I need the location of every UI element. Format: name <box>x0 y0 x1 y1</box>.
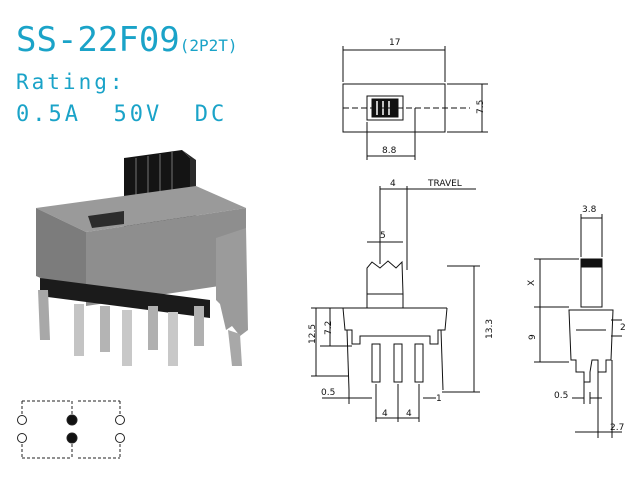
rating-value: 0.5A 50V DC <box>16 102 228 127</box>
travel-value-label: 4 <box>390 179 396 189</box>
circuit-schematic <box>17 400 125 459</box>
pin-thickness-label: 0.5 <box>321 388 335 398</box>
body-height-label: 9 <box>528 334 538 340</box>
pin-width-label: 1 <box>436 394 442 404</box>
front-view-drawing <box>311 186 480 422</box>
pole-config: (2P2T) <box>179 36 238 55</box>
model-number: SS-22F09 <box>16 20 180 60</box>
housing-left-face <box>36 208 86 298</box>
inner-height-label: 7.2 <box>324 321 334 335</box>
x-label: X <box>527 280 537 286</box>
side-pin-label: 0.5 <box>554 391 568 401</box>
pitch-left-label: 4 <box>382 409 388 419</box>
housing-front-face <box>86 208 246 306</box>
pitch-right-label: 4 <box>406 409 412 419</box>
tab-label: 2 <box>620 323 626 333</box>
side-bottom-label: 2.7 <box>610 423 624 433</box>
travel-label: TRAVEL <box>427 179 462 189</box>
outer-height-label: 12.5 <box>308 324 318 344</box>
knob-width-label: 5 <box>380 231 386 241</box>
base-plate <box>40 278 210 318</box>
side-knob-width-label: 3.8 <box>582 205 597 215</box>
top-height-label: 7.5 <box>476 100 486 114</box>
top-view-drawing <box>342 46 488 160</box>
housing-top <box>36 186 246 232</box>
top-inner-label: 8.8 <box>382 146 397 156</box>
total-height-label: 13.3 <box>485 319 495 339</box>
mounting-tab <box>216 228 248 336</box>
model-title: SS-22F09(2P2T) <box>16 20 238 60</box>
terminal-pins <box>38 290 242 366</box>
top-width-label: 17 <box>389 38 400 48</box>
rating-label: Rating: <box>16 70 126 94</box>
side-view-drawing <box>534 214 622 438</box>
slot-opening <box>88 211 124 228</box>
